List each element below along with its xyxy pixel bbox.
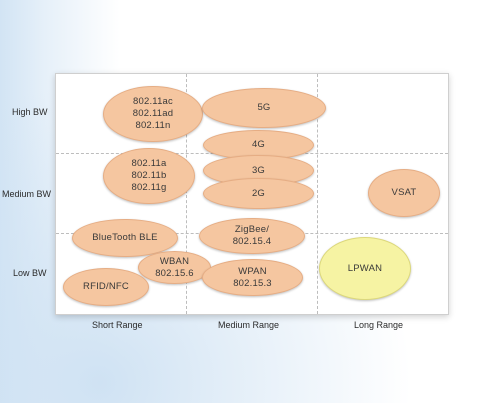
bubble-wpan: WPAN 802.15.3	[202, 259, 303, 296]
bubble-wifi-medium-bw: 802.11a 802.11b 802.11g	[103, 148, 195, 204]
grid-divider-vertical-1	[186, 74, 187, 314]
bubble-5g: 5G	[202, 88, 326, 128]
bubble-2g: 2G	[203, 178, 314, 209]
column-label-short-range: Short Range	[92, 320, 143, 330]
bubble-vsat: VSAT	[368, 169, 440, 217]
row-label-high-bw: High BW	[12, 107, 48, 117]
grid-divider-vertical-2	[317, 74, 318, 314]
range-bandwidth-grid: 802.11ac 802.11ad 802.11n 5G 4G 3G 2G 80…	[55, 73, 449, 315]
bubble-wban: WBAN 802.15.6	[138, 251, 211, 284]
bubble-rfid-nfc: RFID/NFC	[63, 268, 149, 306]
column-label-medium-range: Medium Range	[218, 320, 280, 330]
bubble-lpwan: LPWAN	[319, 237, 411, 300]
row-label-low-bw: Low BW	[13, 268, 47, 278]
row-label-medium-bw: Medium BW	[2, 189, 52, 199]
bubble-wifi-high-bw: 802.11ac 802.11ad 802.11n	[103, 86, 203, 142]
bubble-zigbee: ZigBee/ 802.15.4	[199, 218, 305, 254]
bubble-bluetooth-ble: BlueTooth BLE	[72, 219, 178, 257]
column-label-long-range: Long Range	[354, 320, 404, 330]
